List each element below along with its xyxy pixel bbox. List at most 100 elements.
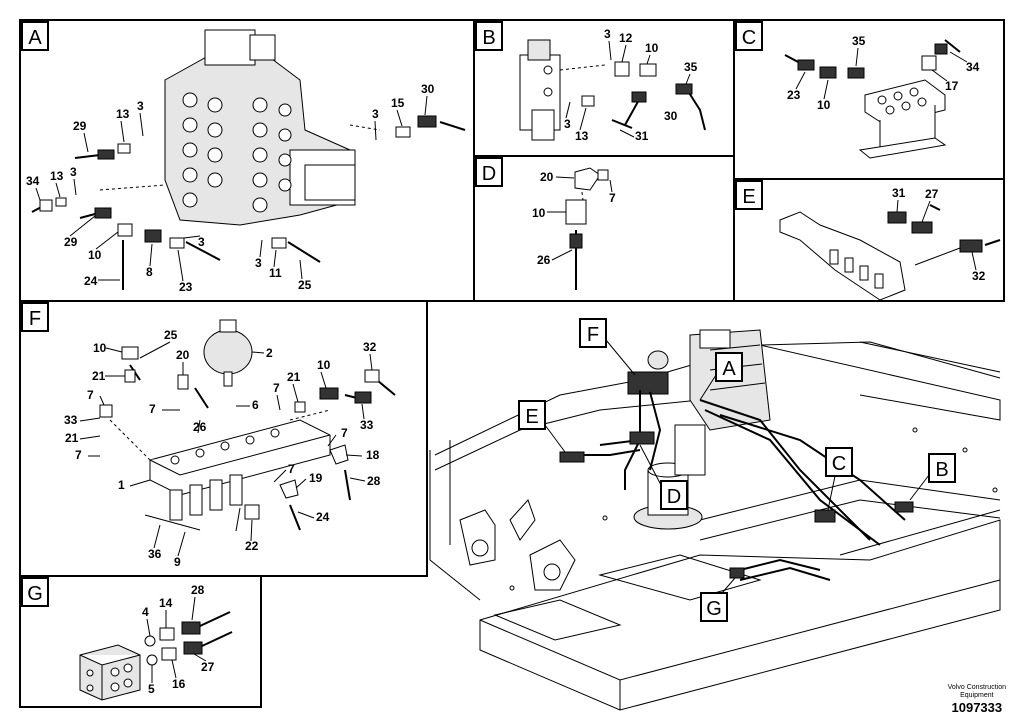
svg-text:A: A	[722, 358, 736, 380]
svg-text:G: G	[27, 583, 43, 605]
svg-text:E: E	[525, 406, 538, 428]
panel-e-drawing	[779, 204, 1001, 301]
callout: 3	[70, 165, 77, 179]
callout: 7	[341, 426, 348, 440]
callout: 7	[149, 402, 156, 416]
callout: 31	[892, 186, 906, 200]
callout: 32	[363, 340, 377, 354]
callout: 2	[266, 346, 273, 360]
callout: 20	[540, 170, 554, 184]
callout: 20	[176, 348, 190, 362]
callout: 3	[137, 99, 144, 113]
callout: 23	[179, 280, 193, 294]
callout: 30	[421, 82, 435, 96]
panel-c-callouts: 35 34 23 10 17	[787, 34, 980, 112]
panel-c-tag: C	[735, 21, 763, 51]
callout: 5	[148, 682, 155, 696]
callout: 34	[966, 60, 980, 74]
callout: 31	[635, 129, 649, 143]
svg-text:B: B	[482, 27, 495, 49]
callout: 11	[269, 266, 282, 280]
overview-tag-g: G	[700, 577, 736, 622]
callout: 18	[366, 448, 380, 462]
svg-text:D: D	[667, 486, 681, 508]
callout: 24	[316, 510, 330, 524]
panel-b-callouts: 3 12 10 35 30 3 13 31	[564, 27, 698, 143]
callout: 3	[198, 235, 205, 249]
svg-text:F: F	[587, 324, 599, 346]
svg-text:B: B	[935, 459, 948, 481]
callout: 10	[532, 206, 546, 220]
callout: 29	[64, 235, 78, 249]
callout: 6	[252, 398, 259, 412]
panel-c-drawing	[784, 39, 961, 159]
panel-d-drawing	[565, 167, 609, 290]
panel-g-tag: G	[21, 577, 49, 607]
callout: 14	[159, 596, 173, 610]
panel-a-drawing	[31, 29, 466, 290]
panel-a-tag: A	[21, 21, 49, 51]
callout: 7	[273, 381, 280, 395]
panel-b-drawing	[519, 39, 706, 141]
callout: 7	[609, 191, 616, 205]
callout: 7	[288, 462, 295, 476]
callout: 15	[391, 96, 405, 110]
svg-text:C: C	[832, 453, 846, 475]
callout: 21	[287, 370, 301, 384]
callout: 3	[372, 107, 379, 121]
panel-g-callouts: 28 4 14 27 5 16	[142, 583, 215, 696]
panel-f-callouts: 25 10 20 2 32 21 10 7 21 7 6 7 33 26 33 …	[64, 328, 381, 569]
panel-f-tag: F	[21, 302, 49, 332]
svg-text:A: A	[28, 27, 42, 49]
panel-d-tag: D	[475, 157, 503, 187]
callout: 17	[945, 79, 959, 93]
callout: 21	[92, 369, 106, 383]
callout: 7	[87, 388, 94, 402]
brand-line-2: Equipment	[960, 692, 994, 699]
callout: 24	[84, 274, 98, 288]
callout: 26	[193, 420, 207, 434]
panel-e-callouts: 31 27 32	[892, 186, 986, 283]
callout: 29	[73, 119, 87, 133]
callout: 22	[245, 539, 259, 553]
callout: 13	[50, 169, 64, 183]
drawing-number: 1097333	[951, 700, 1003, 715]
callout: 27	[925, 187, 939, 201]
panel-g-drawing	[79, 611, 233, 701]
callout: 7	[75, 448, 82, 462]
callout: 4	[142, 605, 149, 619]
callout: 10	[93, 341, 107, 355]
panel-e-frame	[733, 178, 1005, 302]
panel-b-tag: B	[475, 21, 503, 51]
callout: 23	[787, 88, 801, 102]
footer-block: Volvo Construction Equipment 1097333	[948, 684, 1006, 715]
callout: 13	[116, 107, 130, 121]
overview-tag-c: C	[825, 447, 853, 511]
brand-line-1: Volvo Construction	[947, 684, 1006, 691]
callout: 3	[564, 117, 571, 131]
callout: 10	[645, 41, 659, 55]
callout: 3	[255, 256, 262, 270]
callout: 33	[64, 413, 78, 427]
callout: 35	[684, 60, 698, 74]
svg-text:F: F	[29, 308, 41, 330]
callout: 8	[146, 265, 153, 279]
panel-d-callouts: 20 7 10 26	[532, 170, 616, 267]
callout: 28	[191, 583, 205, 597]
panel-e-tag: E	[735, 180, 763, 210]
callout: 12	[619, 31, 633, 45]
svg-text:D: D	[482, 163, 496, 185]
callout: 35	[852, 34, 866, 48]
callout: 9	[174, 555, 181, 569]
callout: 30	[664, 109, 678, 123]
callout: 3	[604, 27, 611, 41]
panel-a-callouts: 29 13 3 30 15 3 34 13 3 29 10 3 8 23 24 …	[26, 82, 435, 294]
callout: 34	[26, 174, 40, 188]
callout: 26	[537, 253, 551, 267]
overview-tag-f: F	[579, 318, 636, 376]
callout: 28	[367, 474, 381, 488]
panel-g-frame	[19, 575, 262, 708]
callout: 21	[65, 431, 79, 445]
overview-drawing	[429, 329, 1001, 711]
